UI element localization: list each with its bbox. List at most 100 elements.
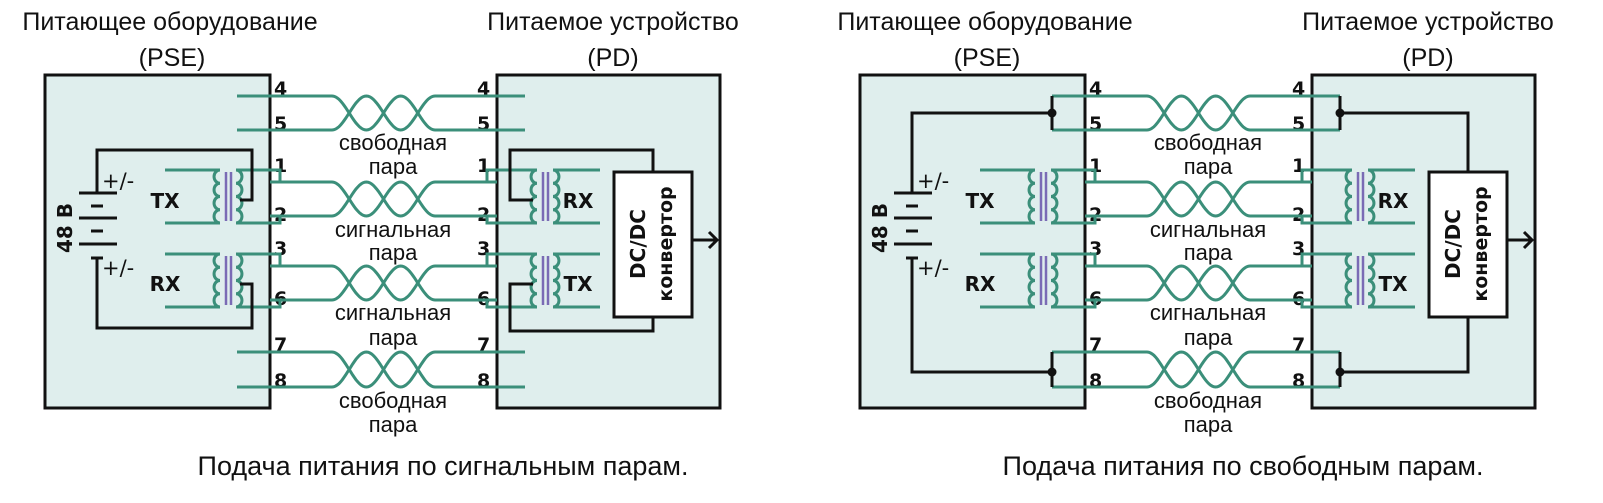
pair-label: пара (1184, 412, 1233, 437)
pair-label: пара (369, 325, 418, 350)
twisted-pair (1085, 94, 1312, 132)
diagram-caption: Подача питания по сигнальным парам. (198, 451, 689, 481)
pair-label: пара (1184, 325, 1233, 350)
coil-secondary (235, 252, 244, 309)
pair-label: сигнальная (1150, 217, 1266, 242)
pse-tx-label: TX (965, 189, 995, 213)
converter-label: DC/DC (626, 209, 650, 279)
converter-label: DC/DC (1441, 209, 1465, 279)
twisted-pair (1085, 350, 1312, 389)
pse-data-wire (980, 252, 1015, 309)
pse-tx-label: TX (150, 189, 180, 213)
output-arrow-icon (692, 230, 720, 250)
pse-power-line (95, 148, 254, 202)
pse-pin-5: 5 (274, 113, 287, 135)
pair-wire (270, 264, 497, 302)
coil-primary (212, 252, 221, 309)
transformer-icon (1344, 252, 1376, 309)
pair-label: свободная (339, 130, 447, 155)
pd-spare-stub (1312, 94, 1340, 132)
pair-wire (1085, 180, 1312, 218)
pd-power-line (508, 282, 655, 333)
pd-signal-wire (485, 168, 537, 184)
polarity-bottom: +/- (917, 256, 949, 280)
pair-wire (270, 94, 497, 132)
pse-power-line (95, 258, 254, 330)
pse-pin-8: 8 (1089, 370, 1102, 392)
pse-data-wire (980, 168, 1015, 225)
dc-dc-converter (612, 170, 694, 319)
coil-secondary (552, 168, 561, 225)
pd-data-wire (1368, 168, 1415, 225)
coil-secondary (1367, 252, 1376, 309)
diagram-signal: Питающее оборудование(PSE)Питаемое устро… (22, 8, 738, 481)
pse-signal-wire (236, 168, 282, 184)
pse-data-wire (165, 168, 200, 225)
pse-title: Питающее оборудование (22, 8, 317, 36)
pair-wire (1085, 350, 1312, 389)
coil-primary (529, 252, 538, 309)
pse-spare-stub (237, 350, 270, 389)
pd-signal-wire (1300, 252, 1352, 268)
coil-primary (212, 168, 221, 225)
diagram-caption: Подача питания по свободным парам. (1003, 451, 1484, 481)
pse-abbr: (PSE) (139, 44, 206, 72)
converter-label: конвертор (655, 186, 677, 301)
converter-label: конвертор (1470, 186, 1492, 301)
pair-label: сигнальная (1150, 300, 1266, 325)
pd-pin-8: 8 (1292, 370, 1305, 392)
pd-signal-wire (485, 252, 537, 268)
pd-power-line (1340, 317, 1470, 374)
pd-spare-stub (497, 94, 525, 132)
coil-primary (1027, 252, 1036, 309)
pair-label: пара (369, 412, 418, 437)
battery-voltage-label: 48 В (868, 203, 892, 253)
pse-signal-wire (1051, 168, 1097, 184)
pair-label: сигнальная (335, 300, 451, 325)
pse-pin-8: 8 (274, 370, 287, 392)
pd-spare-stub (497, 350, 525, 389)
pair-label: свободная (339, 388, 447, 413)
coil-secondary (552, 252, 561, 309)
pd-pin-5: 5 (1292, 113, 1305, 135)
transformer-icon (1027, 168, 1059, 225)
pd-rx-label: RX (563, 189, 594, 213)
pd-signal-wire (1300, 298, 1352, 309)
twisted-pair (270, 350, 497, 389)
transformer-icon (529, 168, 561, 225)
pair-label: пара (369, 154, 418, 179)
pd-signal-wire (1300, 168, 1352, 184)
pse-spare-stub (1052, 94, 1085, 132)
coil-primary (529, 168, 538, 225)
pair-label: сигнальная (335, 217, 451, 242)
pair-wire (270, 350, 497, 389)
pd-pin-5: 5 (477, 113, 490, 135)
junction-dot (1335, 367, 1345, 377)
pd-rx-label: RX (1378, 189, 1409, 213)
polarity-top: +/- (102, 169, 134, 193)
coil-primary (1027, 168, 1036, 225)
pse-pin-5: 5 (1089, 113, 1102, 135)
pse-title: Питающее оборудование (837, 8, 1132, 36)
coil-secondary (1050, 252, 1059, 309)
pd-abbr: (PD) (587, 44, 638, 72)
pd-power-line (1340, 111, 1470, 172)
junction-dot (1047, 108, 1057, 118)
pd-tx-label: TX (1378, 272, 1408, 296)
pd-title: Питаемое устройство (1302, 8, 1554, 36)
pd-data-wire (553, 252, 600, 309)
pse-box (858, 73, 1087, 410)
pd-spare-stub (1312, 350, 1340, 389)
battery-voltage-label: 48 В (53, 203, 77, 253)
pse-rx-label: RX (965, 272, 996, 296)
output-arrow-icon (1507, 230, 1535, 250)
junction-dot (1047, 367, 1057, 377)
pair-wire (1085, 264, 1312, 302)
twisted-pair (1085, 180, 1312, 218)
polarity-bottom: +/- (102, 256, 134, 280)
diagram-spare: Питающее оборудование(PSE)Питаемое устро… (837, 8, 1553, 481)
pair-label: пара (369, 240, 418, 265)
pse-rx-label: RX (150, 272, 181, 296)
transformer-icon (529, 252, 561, 309)
